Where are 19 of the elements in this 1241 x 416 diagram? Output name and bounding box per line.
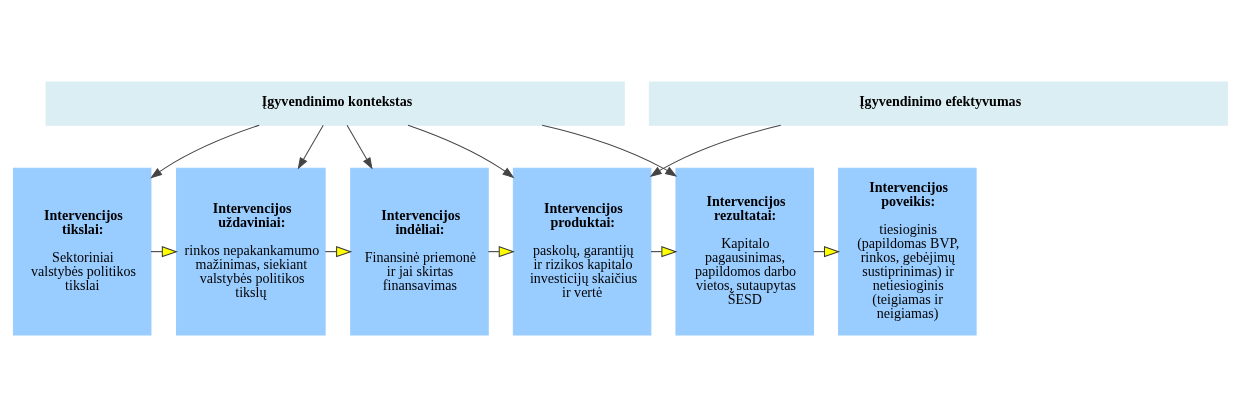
arrow <box>487 245 514 257</box>
node-box: Intervencijos indėliai: Finansinė priemonė ir jai skirtas finansavimas <box>350 167 489 335</box>
arrow <box>324 245 352 257</box>
node-box: Intervencijos tikslai: Sektoriniai valstybės politikos tikslai <box>12 167 152 335</box>
node-box: Intervencijos uždaviniai: rinkos nepakankamumo mažinimas, siekiant valstybės politikos tikslų <box>176 167 326 335</box>
arrow <box>150 124 260 178</box>
node-box: Įgyvendinimo kontekstas <box>45 81 625 126</box>
arrow <box>407 124 514 178</box>
arrow <box>541 124 677 176</box>
node-box: Intervencijos rezultatai: Kapitalo pagausinimas, papildomos darbo vietos, sutaupytas ŠESD <box>675 167 814 335</box>
node-box: Intervencijos produktai: paskolų, garantijų ir rizikos kapitalo investicijų skaičius ir vertė <box>512 167 652 335</box>
arrow <box>150 245 177 257</box>
arrow <box>297 124 324 169</box>
arrow <box>813 245 840 257</box>
node-box: Intervencijos poveikis: tiesioginis (papildomas BVP, rinkos, gebėjimų sustiprinimas) ir netiesioginis (teigiamas ir neigiamas) <box>838 167 977 335</box>
node-box: Įgyvendinimo efektyvumas <box>648 81 1229 126</box>
arrow <box>346 124 373 169</box>
arrow <box>650 124 782 177</box>
arrow <box>650 245 677 257</box>
